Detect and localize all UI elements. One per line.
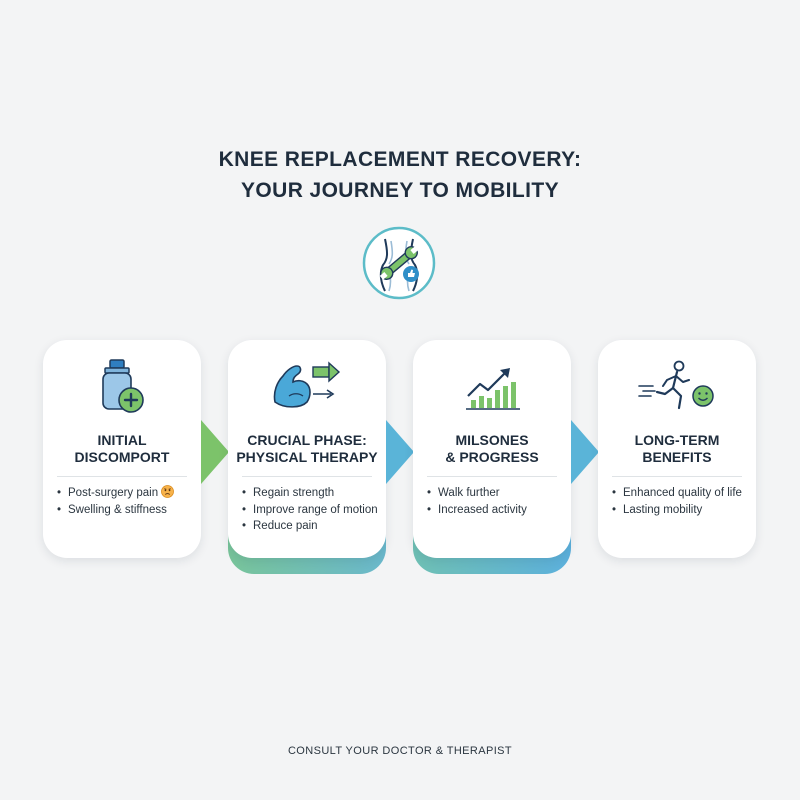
step-3-bullet-1: Walk further (438, 487, 500, 499)
step-4-divider (612, 476, 742, 477)
arrow-right-icon (201, 420, 229, 484)
medicine-bottle-icon (102, 359, 144, 413)
step-3-divider (427, 476, 557, 477)
step-2-divider (242, 476, 372, 477)
rising-chart-icon (466, 368, 520, 410)
step-3-bullets: Walk further Increased activity (427, 485, 573, 518)
list-item: Walk further (427, 485, 573, 502)
step-1-bullets: Post-surgery pain Swelling & stiffness (57, 485, 203, 518)
step-card-1-body: INITIAL DISCOMPORT Post-surgery pain Swe… (43, 340, 201, 558)
running-person-icon (638, 360, 714, 410)
step-4-bullets: Enhanced quality of life Lasting mobilit… (612, 485, 758, 518)
step-4-bullet-2: Lasting mobility (623, 503, 703, 516)
title-line-1: KNEE REPLACEMENT RECOVERY: (218, 148, 582, 171)
step-1-bullet-1: Post-surgery pain (68, 487, 159, 499)
step-2-bullet-1: Regain strength (253, 487, 335, 499)
step-4-title: LONG-TERM BENEFITS (634, 432, 720, 465)
list-item: Lasting mobility (612, 502, 758, 519)
list-item: Regain strength (242, 485, 388, 502)
step-3-title: MILSONES & PROGRESS (445, 432, 539, 465)
step-2-bullets: Regain strength Improve range of motion … (242, 485, 388, 535)
step-4-bullet-1: Enhanced quality of life (623, 487, 742, 499)
list-item: Post-surgery pain (57, 485, 203, 502)
flexed-bicep-icon (273, 361, 341, 408)
step-3-bullet-2: Increased activity (438, 503, 527, 516)
footer-note: CONSULT YOUR DOCTOR & THERAPIST (287, 745, 513, 757)
arrow-right-icon (571, 420, 599, 484)
step-2-bullet-2: Improve range of motion (253, 503, 378, 516)
step-card-3-body: MILSONES & PROGRESS Walk further Increas… (413, 340, 571, 558)
knee-joint-wrench-icon (362, 226, 436, 300)
step-1-bullet-2: Swelling & stiffness (68, 503, 167, 516)
step-2-title: CRUCIAL PHASE: PHYSICAL THERAPY (236, 432, 378, 465)
list-item: Swelling & stiffness (57, 502, 203, 519)
step-1-divider (57, 476, 187, 477)
worried-face-icon (161, 485, 175, 498)
step-1-title: INITIAL DISCOMPORT (74, 432, 170, 465)
title-line-2: YOUR JOURNEY TO MOBILITY (240, 179, 560, 202)
list-item: Improve range of motion (242, 502, 388, 519)
step-card-4-body: LONG-TERM BENEFITS Enhanced quality of l… (598, 340, 756, 558)
step-2-bullet-3: Reduce pain (253, 520, 318, 532)
step-card-2-body: CRUCIAL PHASE: PHYSICAL THERAPY Regain s… (228, 340, 386, 558)
arrow-right-icon (386, 420, 414, 484)
list-item: Reduce pain (242, 518, 388, 535)
page-title: KNEE REPLACEMENT RECOVERY: YOUR JOURNEY … (0, 144, 800, 206)
list-item: Increased activity (427, 502, 573, 519)
list-item: Enhanced quality of life (612, 485, 758, 502)
